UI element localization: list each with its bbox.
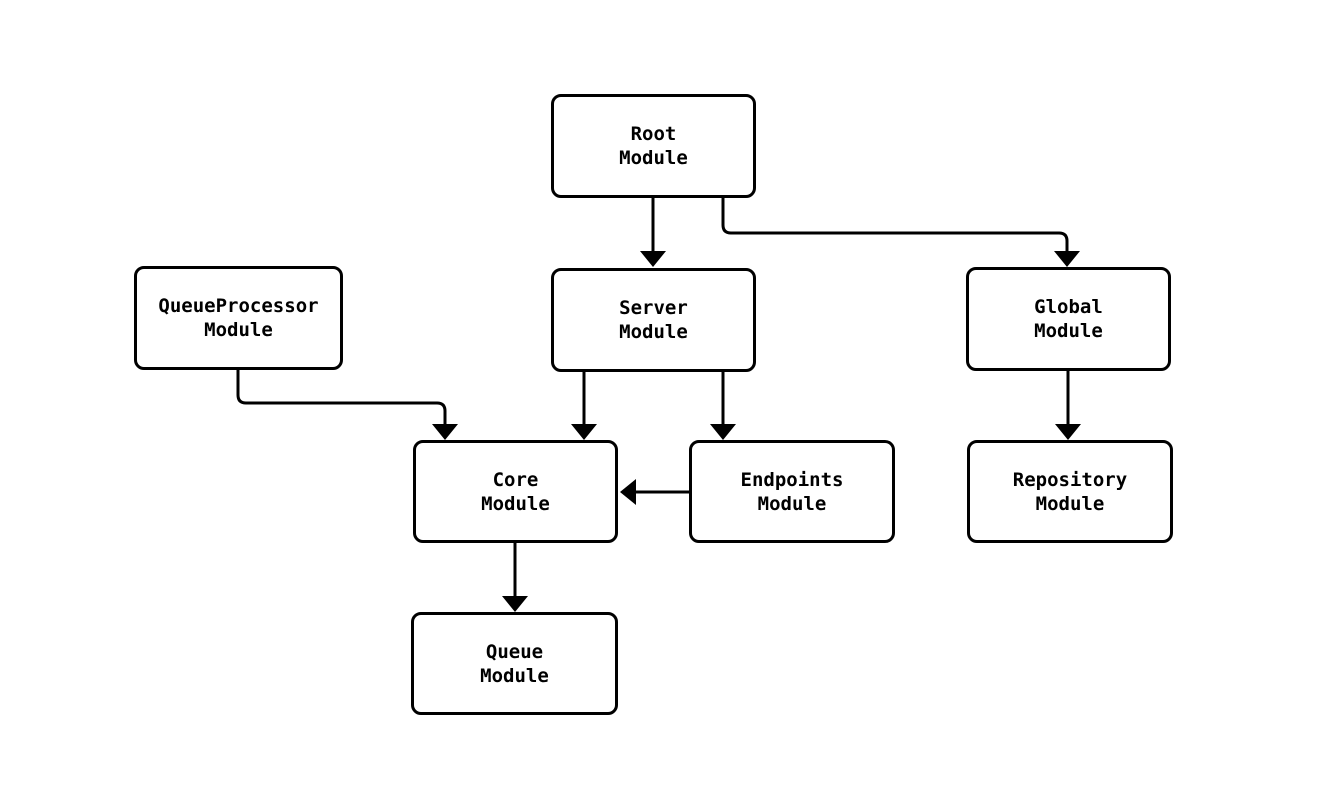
node-core-module-label: Core Module [481, 468, 550, 515]
node-server-module: Server Module [551, 268, 756, 372]
node-repository-module: Repository Module [967, 440, 1173, 543]
edge-server-to-core [571, 372, 597, 440]
node-core-module: Core Module [413, 440, 618, 543]
node-endpoints-module-label: Endpoints Module [740, 468, 844, 515]
node-global-module: Global Module [966, 267, 1171, 371]
edge-server-to-endpoints [710, 372, 736, 440]
node-root-module: Root Module [551, 94, 756, 198]
node-endpoints-module: Endpoints Module [689, 440, 895, 543]
edge-global-to-repository [1055, 371, 1081, 440]
edge-queueprocessor-to-core [236, 370, 458, 440]
node-queue-module: Queue Module [411, 612, 618, 715]
edge-root-to-global [721, 198, 1080, 267]
edge-core-to-queue [502, 543, 528, 612]
edge-root-to-server [640, 198, 666, 267]
node-global-module-label: Global Module [1034, 296, 1103, 342]
edge-endpoints-to-core [620, 479, 689, 505]
node-root-module-label: Root Module [619, 123, 688, 169]
node-repository-module-label: Repository Module [1012, 468, 1128, 515]
node-queueprocessor-module: QueueProcessor Module [134, 266, 343, 370]
node-server-module-label: Server Module [619, 297, 688, 343]
node-queue-module-label: Queue Module [480, 640, 549, 687]
node-queueprocessor-module-label: QueueProcessor Module [158, 295, 319, 341]
